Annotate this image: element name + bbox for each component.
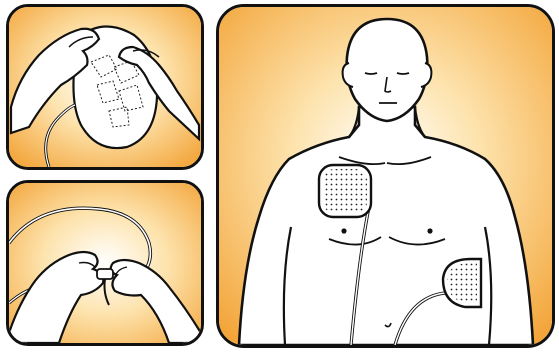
peel-pads-illustration [9, 7, 201, 167]
pad-placement-illustration [219, 7, 552, 345]
connect-cable-panel [6, 180, 204, 346]
upper-electrode-pad-icon [319, 165, 371, 217]
lower-electrode-pad-icon [443, 259, 481, 307]
cable-connector-icon [97, 269, 113, 279]
peel-pads-panel [6, 4, 204, 170]
connect-cable-illustration [9, 183, 201, 343]
head-icon [347, 19, 428, 121]
pad-placement-panel [216, 4, 555, 348]
